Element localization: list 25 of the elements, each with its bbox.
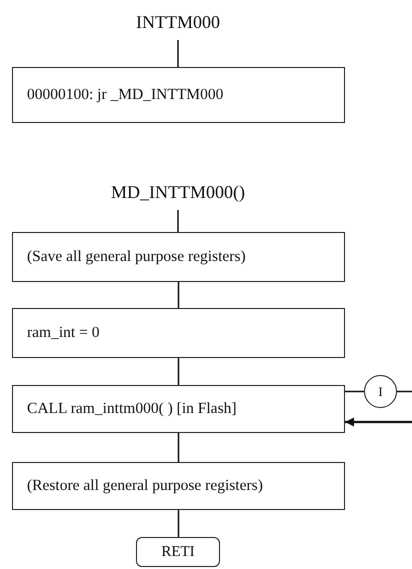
connector-line — [397, 390, 412, 392]
node-text: (Restore all general purpose registers) — [27, 477, 263, 495]
connector-line — [345, 390, 364, 392]
connector-circle — [364, 375, 397, 408]
process-box — [12, 67, 345, 123]
node-text: RETI — [161, 544, 195, 560]
start-label: INTTM000 — [136, 12, 220, 32]
process-box — [12, 232, 345, 282]
process-box — [12, 385, 345, 433]
process-box — [12, 308, 345, 358]
connector-line — [178, 282, 180, 308]
arrow — [345, 418, 412, 426]
function-label: MD_INTTM000() — [111, 182, 245, 202]
node-text: CALL ram_inttm000( ) [in Flash] — [27, 400, 237, 418]
process-box — [12, 462, 345, 510]
node-text: I — [378, 384, 383, 400]
node-text: 00000100: jr _MD_INTTM000 — [27, 86, 224, 104]
connector-line — [178, 358, 180, 385]
node-text: (Save all general purpose registers) — [27, 248, 246, 266]
terminator-box — [136, 537, 220, 567]
connector-line — [178, 433, 180, 462]
connector-line — [177, 210, 179, 232]
node-text: ram_int = 0 — [27, 324, 100, 342]
connector-line — [177, 40, 179, 67]
connector-line — [178, 510, 180, 537]
